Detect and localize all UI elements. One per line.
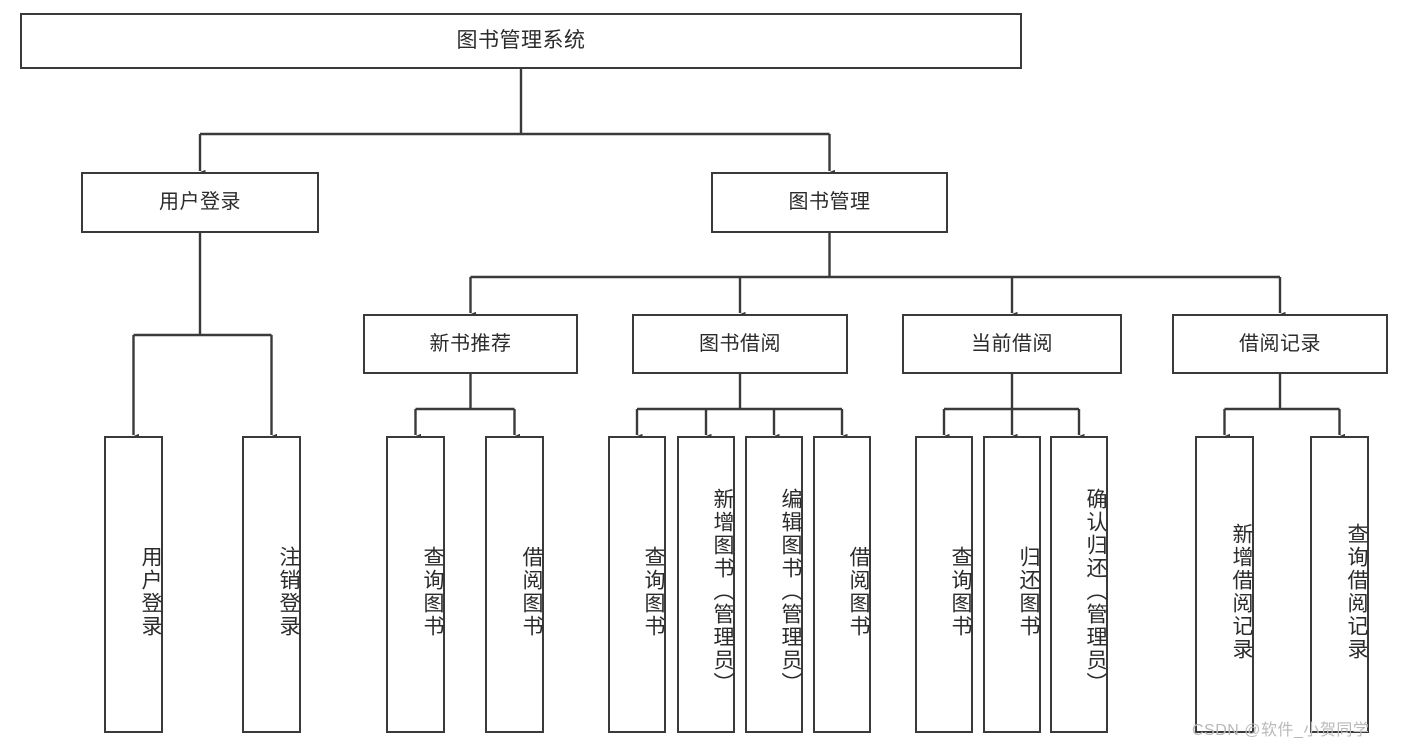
node-current-borrow: 当前借阅 [902,314,1122,374]
node-leaf-add-borrow-record: 新增借阅记录 [1195,436,1254,733]
node-leaf-query-borrow-record: 查询借阅记录 [1310,436,1369,733]
node-leaf-borrow-book-2: 借阅图书 [813,436,871,733]
node-leaf-query-book-1: 查询图书 [386,436,445,733]
node-book-borrow: 图书借阅 [632,314,848,374]
node-leaf-query-book-2: 查询图书 [608,436,666,733]
node-leaf-borrow-book-1: 借阅图书 [485,436,544,733]
node-leaf-confirm-return-admin: 确认归还（管理员） [1050,436,1108,733]
node-borrow-record: 借阅记录 [1172,314,1388,374]
node-book-manage: 图书管理 [711,172,948,233]
node-new-book-recommend: 新书推荐 [363,314,578,374]
node-user-login: 用户登录 [81,172,319,233]
node-leaf-edit-book-admin: 编辑图书（管理员） [745,436,803,733]
node-leaf-user-login: 用户登录 [104,436,163,733]
node-leaf-query-book-3: 查询图书 [915,436,973,733]
node-leaf-return-book: 归还图书 [983,436,1041,733]
node-root: 图书管理系统 [20,13,1022,69]
node-leaf-logout-login: 注销登录 [242,436,301,733]
node-leaf-add-book-admin: 新增图书（管理员） [677,436,735,733]
csdn-watermark: CSDN @软件_小贺同学 [1192,722,1370,739]
